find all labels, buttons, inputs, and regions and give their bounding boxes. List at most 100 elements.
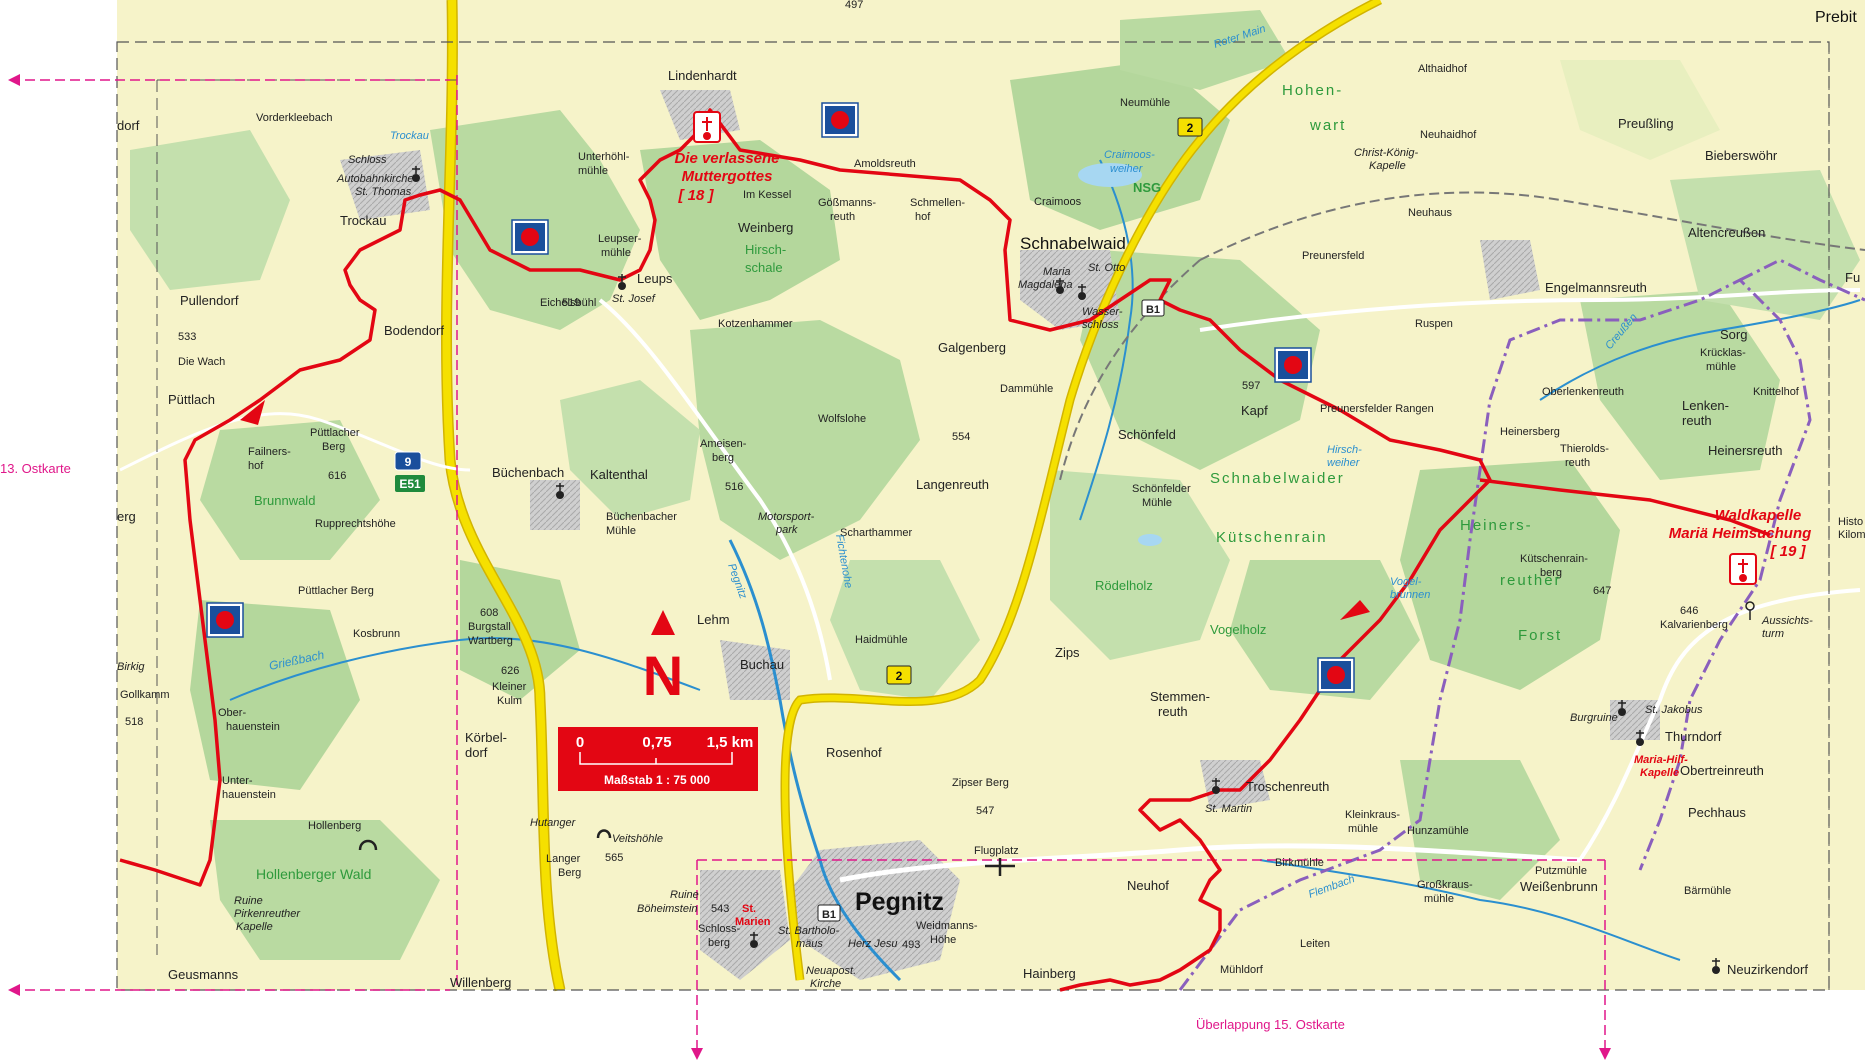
bundesstrasse-badge: [1141, 299, 1165, 317]
svg-text:497: 497: [845, 0, 863, 11]
svg-text:Hohen-: Hohen-: [1282, 82, 1343, 99]
chapel-markers: [693, 111, 1757, 585]
pilgrim-sign-icon: [206, 602, 244, 638]
svg-text:519: 519: [562, 297, 580, 309]
church-icon: [1618, 700, 1626, 716]
svg-text:Schmellen-: Schmellen-: [910, 197, 965, 209]
svg-text:Burgstall: Burgstall: [468, 621, 511, 633]
svg-text:hauenstein: hauenstein: [226, 721, 280, 733]
svg-text:Fu: Fu: [1845, 270, 1860, 285]
svg-text:Bärmühle: Bärmühle: [1684, 885, 1731, 897]
svg-text:Gößmanns-: Gößmanns-: [818, 197, 876, 209]
church-icon: [1078, 284, 1086, 300]
svg-text:Weißenbrunn: Weißenbrunn: [1520, 879, 1598, 894]
svg-text:Lindenhardt: Lindenhardt: [668, 68, 737, 83]
svg-text:2: 2: [1187, 121, 1194, 135]
svg-text:Birkig: Birkig: [117, 661, 145, 673]
svg-text:Lenken-: Lenken-: [1682, 398, 1729, 413]
svg-text:Büchenbach: Büchenbach: [492, 465, 564, 480]
svg-text:Preunersfelder Rangen: Preunersfelder Rangen: [1320, 403, 1434, 415]
svg-text:Mühle: Mühle: [606, 525, 636, 537]
svg-text:Büchenbacher: Büchenbacher: [606, 511, 677, 523]
svg-text:2: 2: [896, 669, 903, 683]
svg-text:Die verlassene: Die verlassene: [674, 150, 779, 167]
bundesstrasse-badge-pegnitz: [817, 904, 841, 922]
arrow-left-icon: [8, 74, 20, 86]
svg-text:Autobahnkirche: Autobahnkirche: [336, 173, 413, 185]
svg-text:Kosbrunn: Kosbrunn: [353, 628, 400, 640]
svg-text:Bodendorf: Bodendorf: [384, 323, 444, 338]
svg-text:Aussichts-: Aussichts-: [1761, 615, 1813, 627]
svg-text:E51: E51: [399, 477, 421, 491]
top-right-label: Prebit: [1815, 9, 1857, 26]
svg-text:St. Josef: St. Josef: [612, 293, 656, 305]
svg-text:Craimoos-: Craimoos-: [1104, 149, 1155, 161]
airfield-icon: [985, 858, 1015, 876]
svg-text:Unter-: Unter-: [222, 775, 253, 787]
north-arrow-icon: N: [643, 610, 683, 707]
pilgrim-sign-icon: [821, 102, 859, 138]
svg-text:Kütschenrain: Kütschenrain: [1216, 529, 1328, 546]
svg-text:hauenstein: hauenstein: [222, 789, 276, 801]
svg-text:Trockau: Trockau: [340, 213, 386, 228]
church-icons: [412, 166, 1720, 974]
svg-text:Buchau: Buchau: [740, 657, 784, 672]
svg-text:St. Bartholo-: St. Bartholo-: [778, 925, 839, 937]
svg-text:schale: schale: [745, 260, 783, 275]
svg-text:Berg: Berg: [322, 441, 345, 453]
svg-text:Kotzenhammer: Kotzenhammer: [718, 318, 793, 330]
svg-text:Mühle: Mühle: [1142, 497, 1172, 509]
svg-text:reuther: reuther: [1500, 572, 1562, 589]
cave-icon: [596, 829, 612, 839]
svg-text:Höhe: Höhe: [930, 934, 956, 946]
svg-text:Birkmühle: Birkmühle: [1275, 857, 1324, 869]
svg-text:weiher: weiher: [1327, 457, 1361, 469]
svg-text:Krücklas-: Krücklas-: [1700, 347, 1746, 359]
svg-text:Motorsport-: Motorsport-: [758, 511, 815, 523]
town-labels: Pegnitz Schnabelwaid: [855, 234, 1126, 916]
svg-text:Vorderkleebach: Vorderkleebach: [256, 112, 332, 124]
svg-text:Leupser-: Leupser-: [598, 233, 642, 245]
svg-text:Langenreuth: Langenreuth: [916, 477, 989, 492]
church-icon: [1056, 278, 1064, 294]
edge-fragments: dorf erg Birkig Histo Kilom Fu 497: [117, 0, 1865, 673]
svg-text:Gollkamm: Gollkamm: [120, 689, 170, 701]
svg-text:Rosenhof: Rosenhof: [826, 745, 882, 760]
road-badges: 9 E51 2 2 B1 B1: [394, 117, 1203, 922]
tower-icon: [1745, 601, 1755, 620]
svg-text:Wartberg: Wartberg: [468, 635, 513, 647]
svg-text:Amoldsreuth: Amoldsreuth: [854, 158, 916, 170]
svg-text:Hutanger: Hutanger: [530, 817, 577, 829]
svg-text:516: 516: [725, 481, 743, 493]
svg-text:Willenberg: Willenberg: [450, 975, 511, 990]
svg-text:mühle: mühle: [601, 247, 631, 259]
svg-text:Körbel-: Körbel-: [465, 730, 507, 745]
svg-text:NSG: NSG: [1133, 180, 1161, 195]
svg-text:Neumühle: Neumühle: [1120, 97, 1170, 109]
svg-text:Hollenberg: Hollenberg: [308, 820, 361, 832]
svg-text:Christ-König-: Christ-König-: [1354, 147, 1419, 159]
svg-text:Sorg: Sorg: [1720, 327, 1747, 342]
svg-text:berg: berg: [708, 937, 730, 949]
svg-text:565: 565: [605, 852, 623, 864]
svg-text:Burgruine: Burgruine: [1570, 712, 1618, 724]
svg-text:616: 616: [328, 470, 346, 482]
red-chapel-labels: Maria-Hilf- Kapelle St. Marien: [735, 754, 1688, 928]
svg-text:Kapelle: Kapelle: [1369, 160, 1406, 172]
svg-text:berg: berg: [712, 452, 734, 464]
svg-text:547: 547: [976, 805, 994, 817]
svg-text:Knittelhof: Knittelhof: [1753, 386, 1800, 398]
svg-text:Großkraus-: Großkraus-: [1417, 879, 1473, 891]
church-icon: [750, 932, 758, 948]
svg-text:Pirkenreuther: Pirkenreuther: [234, 908, 301, 920]
svg-text:Waldkapelle: Waldkapelle: [1715, 507, 1801, 524]
svg-text:Stemmen-: Stemmen-: [1150, 689, 1210, 704]
federal-road-badge-south: [886, 665, 912, 685]
arrow-left-icon: [8, 984, 20, 996]
svg-text:Hunzamühle: Hunzamühle: [1407, 825, 1469, 837]
svg-text:Obertreinreuth: Obertreinreuth: [1680, 763, 1764, 778]
svg-text:626: 626: [501, 665, 519, 677]
svg-text:647: 647: [1593, 585, 1611, 597]
svg-text:Mariä Heimsuchung: Mariä Heimsuchung: [1669, 525, 1812, 542]
